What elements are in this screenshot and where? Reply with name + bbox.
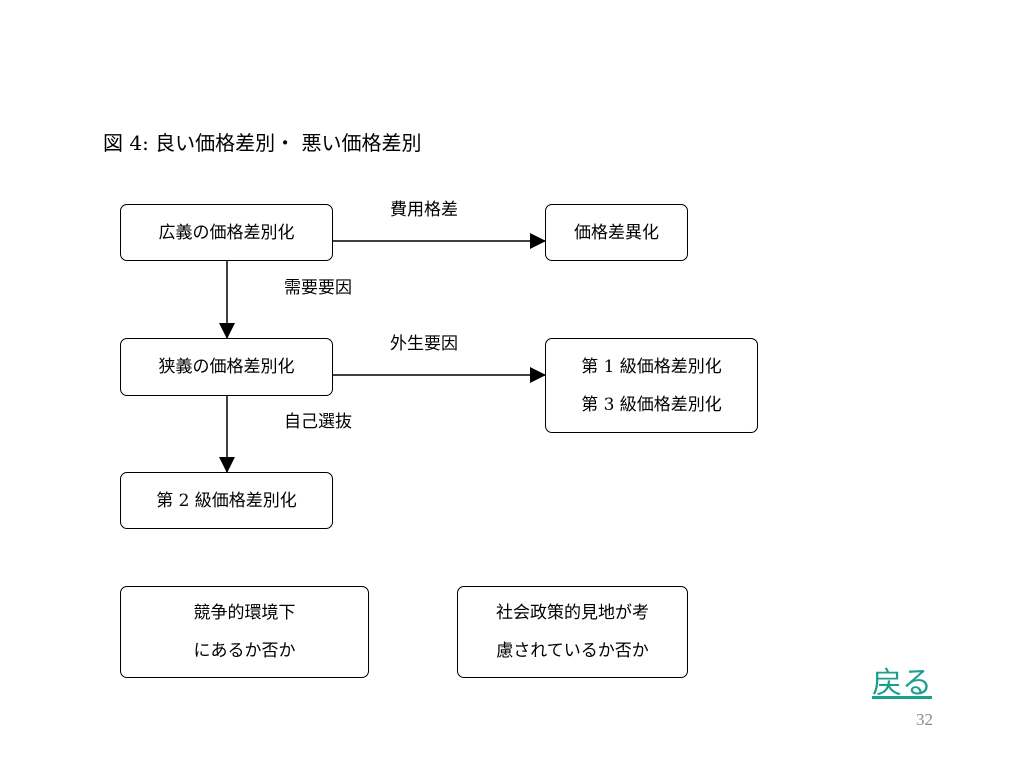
box-label-line-2: 第 3 級価格差別化 xyxy=(581,394,722,415)
box-second-degree: 第 2 級価格差別化 xyxy=(120,472,333,529)
box-price-differentiation: 価格差異化 xyxy=(545,204,688,261)
box-social-policy: 社会政策的見地が考 慮されているか否か xyxy=(457,586,688,678)
edge-label-demand-factor: 需要要因 xyxy=(284,278,352,298)
box-broad-price-discrimination: 広義の価格差別化 xyxy=(120,204,333,261)
figure-title: 図 4: 良い価格差別・ 悪い価格差別 xyxy=(103,131,422,155)
edge-label-external-factor: 外生要因 xyxy=(390,334,458,354)
box-label-line-1: 第 1 級価格差別化 xyxy=(581,356,722,377)
box-competitive-environment: 競争的環境下 にあるか否か xyxy=(120,586,369,678)
box-label-line-2: 慮されているか否か xyxy=(496,641,649,661)
box-label: 広義の価格差別化 xyxy=(158,222,295,243)
edge-label-cost-difference: 費用格差 xyxy=(390,200,458,220)
box-label-line-1: 競争的環境下 xyxy=(193,603,296,623)
box-label-line-2: にあるか否か xyxy=(193,641,296,661)
box-narrow-price-discrimination: 狭義の価格差別化 xyxy=(120,338,333,396)
edge-label-self-selection: 自己選抜 xyxy=(284,412,352,432)
box-first-third-degree: 第 1 級価格差別化 第 3 級価格差別化 xyxy=(545,338,758,433)
box-label-line-1: 社会政策的見地が考 xyxy=(496,603,649,623)
back-link[interactable]: 戻る xyxy=(872,666,932,701)
box-label: 狭義の価格差別化 xyxy=(158,357,295,377)
page-number: 32 xyxy=(916,710,933,729)
box-label: 価格差異化 xyxy=(574,222,659,243)
box-label: 第 2 級価格差別化 xyxy=(156,490,297,511)
